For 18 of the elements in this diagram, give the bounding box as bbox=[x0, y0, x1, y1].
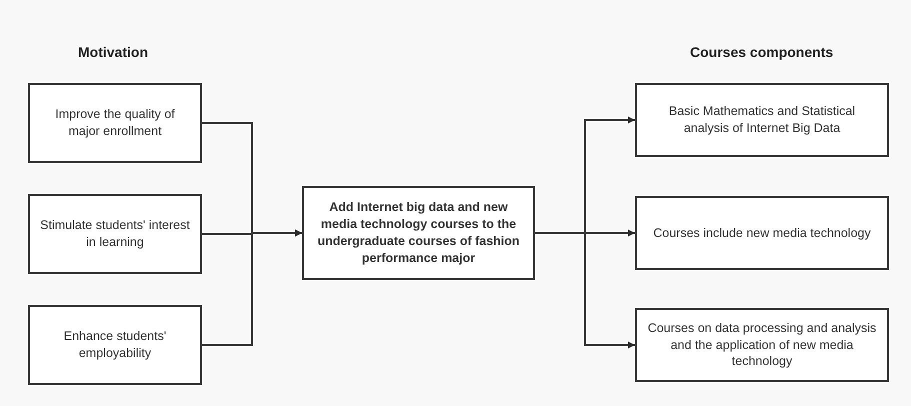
arrow bbox=[202, 230, 302, 346]
process-box bbox=[28, 194, 202, 274]
box-text: Improve the quality of major enrollment bbox=[54, 106, 176, 140]
process-box bbox=[28, 305, 202, 385]
column-heading: Motivation bbox=[78, 44, 148, 60]
box-text: Basic Mathematics and Statistical analysis of Internet Big Data bbox=[668, 103, 856, 137]
box-text: Add Internet big data and new media technology courses to the undergraduate courses of fashion performance major bbox=[316, 199, 521, 267]
box-text: Stimulate students' interest in learning bbox=[40, 217, 190, 251]
process-box bbox=[635, 308, 889, 382]
process-box bbox=[635, 196, 889, 270]
process-box bbox=[635, 83, 889, 157]
process-box bbox=[302, 186, 535, 280]
process-box bbox=[28, 83, 202, 163]
arrow bbox=[535, 232, 635, 348]
box-text: Enhance students' employability bbox=[62, 328, 168, 362]
column-heading: Courses components bbox=[690, 44, 834, 60]
box-text: Courses include new media technology bbox=[653, 224, 871, 242]
box-text: Courses on data processing and analysis and the application of new media technology bbox=[647, 320, 877, 370]
